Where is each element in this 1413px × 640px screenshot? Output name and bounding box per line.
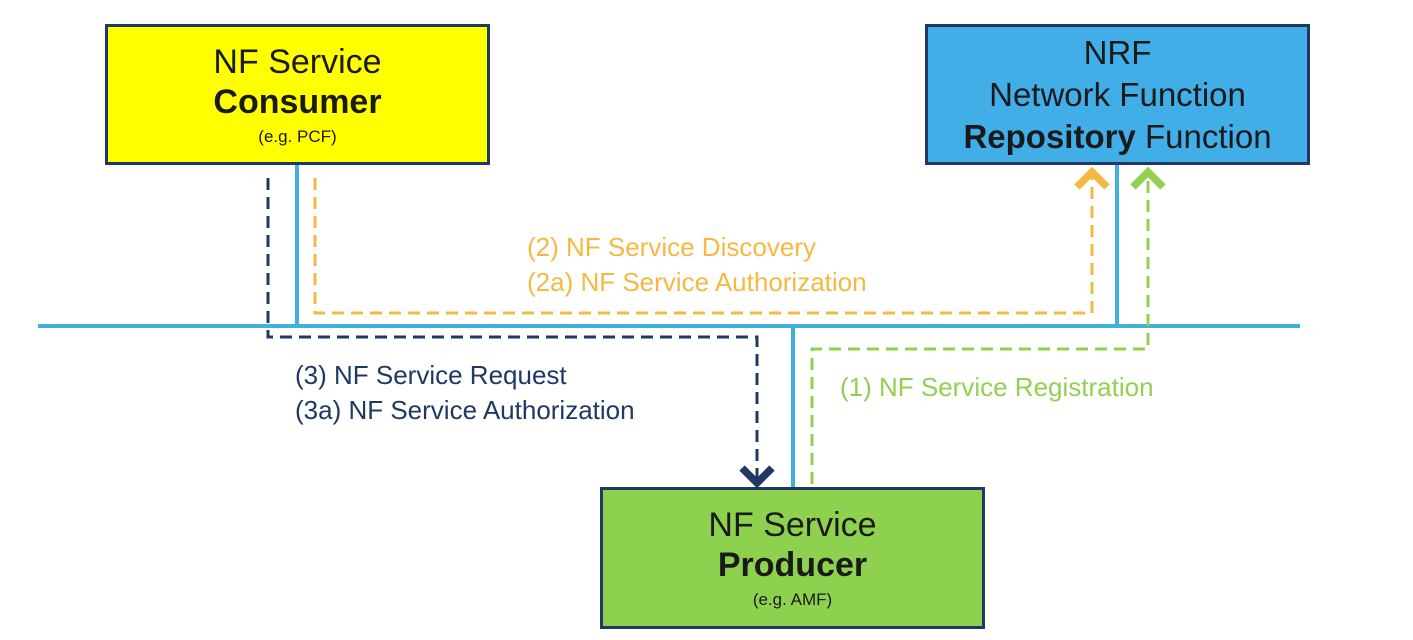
discovery-arrow xyxy=(313,166,1110,315)
registration-label: (1) NF Service Registration xyxy=(840,372,1154,402)
request-line-2: (3a) NF Service Authorization xyxy=(295,395,635,425)
request-arrow xyxy=(266,178,775,489)
discovery-label: (2) NF Service Discovery (2a) NF Service… xyxy=(527,230,867,300)
consumer-example: (e.g. PCF) xyxy=(258,126,337,146)
producer-title: NF Service xyxy=(708,506,877,544)
producer-example: (e.g. AMF) xyxy=(752,590,833,609)
nrf-role: Repository Function xyxy=(963,116,1271,158)
nf-service-producer-box: NF Service Producer (e.g. AMF) xyxy=(600,487,985,629)
nrf-box: NRF Network Function Repository Function xyxy=(925,24,1310,165)
consumer-role: Consumer xyxy=(213,82,382,121)
request-label: (3) NF Service Request (3a) NF Service A… xyxy=(295,358,635,428)
discovery-line-2: (2a) NF Service Authorization xyxy=(527,267,867,297)
nrf-role-rest: Function xyxy=(1135,117,1272,155)
registration-arrow xyxy=(810,166,1166,484)
nrf-role-bold: Repository xyxy=(963,117,1136,155)
consumer-title: NF Service xyxy=(213,42,382,81)
producer-role: Producer xyxy=(717,546,868,584)
request-line-1: (3) NF Service Request xyxy=(295,360,567,390)
discovery-line-1: (2) NF Service Discovery xyxy=(527,232,816,262)
nrf-title: NRF xyxy=(1083,33,1152,71)
nrf-subtitle: Network Function xyxy=(989,75,1246,113)
nf-service-consumer-box: NF Service Consumer (e.g. PCF) xyxy=(105,24,490,165)
